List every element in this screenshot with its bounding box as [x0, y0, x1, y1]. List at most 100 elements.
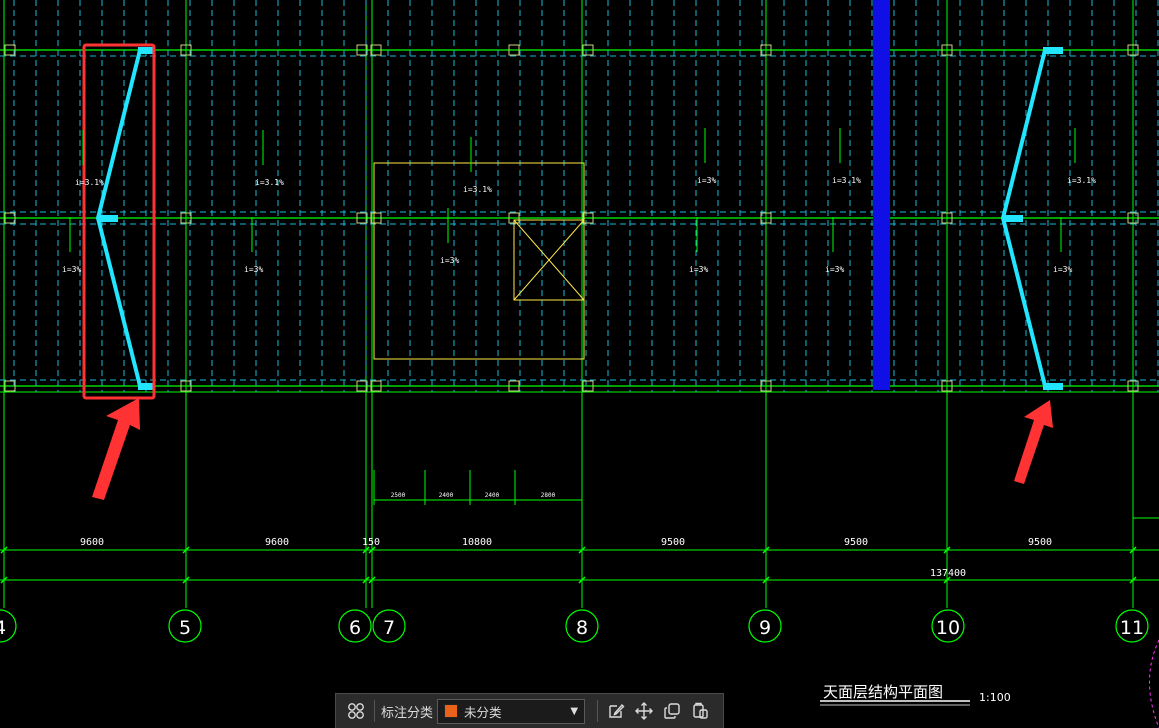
column-markers: [4, 44, 1139, 392]
dim-tick: [1129, 576, 1137, 584]
move-icon: [635, 702, 654, 720]
move-button[interactable]: [630, 697, 658, 725]
edit-button[interactable]: [602, 697, 630, 725]
column-marker: [1127, 44, 1139, 56]
sub-dimension: 2400: [439, 492, 454, 499]
dim-tick: [762, 576, 770, 584]
brace-node-left-top: [138, 47, 154, 54]
column-marker: [760, 44, 772, 56]
slope-label: i=3%: [1053, 265, 1072, 274]
svg-text:7: 7: [383, 617, 395, 639]
dim-tick: [362, 576, 370, 584]
column-marker: [760, 212, 772, 224]
blue-highlight-strip: [873, 0, 890, 390]
slope-label: i=3.1%: [463, 185, 492, 194]
axis-bubble-6: 6: [338, 609, 372, 643]
column-marker: [508, 44, 520, 56]
sub-dimension: 2500: [391, 492, 406, 499]
svg-text:11: 11: [1120, 617, 1144, 639]
span-dimension: 9600: [265, 537, 289, 548]
paste-button[interactable]: [686, 697, 714, 725]
column-marker: [356, 212, 368, 224]
brace-node-right-mid: [1003, 215, 1023, 222]
sub-dimension: 2800: [541, 492, 556, 499]
brace-node-right-bot: [1043, 383, 1063, 390]
category-value: 未分类: [464, 704, 502, 720]
svg-text:4: 4: [0, 617, 6, 639]
dim-tick: [943, 546, 951, 554]
paste-icon: [693, 702, 708, 719]
category-label: 标注分类: [381, 705, 434, 721]
arrow-right: [1014, 400, 1053, 484]
brace-node-left-bot: [138, 383, 154, 390]
span-dimension: 9500: [844, 537, 868, 548]
slope-label: i=3%: [440, 256, 459, 265]
grid-view-button[interactable]: [342, 697, 370, 725]
slope-label: i=3%: [62, 265, 81, 274]
copy-button[interactable]: [658, 697, 686, 725]
column-marker: [508, 380, 520, 392]
highlight-box: [82, 43, 156, 400]
dim-tick: [578, 576, 586, 584]
column-marker: [180, 212, 192, 224]
svg-text:10: 10: [936, 617, 960, 639]
column-marker: [4, 212, 16, 224]
brace-node-right-top: [1043, 47, 1063, 54]
column-marker: [582, 380, 594, 392]
dim-tick: [578, 546, 586, 554]
span-dimension: 9600: [80, 537, 104, 548]
axis-bubble-4: 4: [0, 609, 17, 643]
column-marker: [1127, 212, 1139, 224]
axis-bubble-9: 9: [748, 609, 782, 643]
column-marker: [370, 44, 382, 56]
axis-bubble-8: 8: [565, 609, 599, 643]
four-circles-icon: [348, 703, 364, 719]
column-marker: [180, 44, 192, 56]
dim-tick: [0, 576, 8, 584]
span-dimension: 150: [362, 537, 380, 548]
svg-text:9: 9: [759, 617, 771, 639]
column-marker: [4, 380, 16, 392]
column-marker: [941, 44, 953, 56]
brace-node-left-mid: [98, 215, 118, 222]
column-marker: [760, 380, 772, 392]
arrow-left: [92, 398, 140, 500]
slope-label: i=3.1%: [255, 178, 284, 187]
edit-icon: [609, 703, 625, 718]
dim-tick: [368, 576, 376, 584]
svg-text:5: 5: [179, 617, 191, 639]
column-marker: [4, 44, 16, 56]
slope-label: i=3%: [697, 176, 716, 185]
slope-label: i=3%: [244, 265, 263, 274]
span-dimension: 9500: [1028, 537, 1052, 548]
column-marker: [370, 380, 382, 392]
total-dimension: 137400: [930, 568, 966, 579]
dashed-beam-lines: [0, 0, 1159, 392]
category-select[interactable]: 未分类 ▼: [437, 698, 586, 724]
dim-tick: [762, 546, 770, 554]
slope-label: i=3%: [825, 265, 844, 274]
column-marker: [180, 380, 192, 392]
column-marker: [582, 44, 594, 56]
toolbar-separator: [374, 700, 375, 722]
column-marker: [941, 212, 953, 224]
span-dimension: 9500: [661, 537, 685, 548]
dim-tick: [368, 546, 376, 554]
span-dimension: 10800: [462, 537, 492, 548]
stair-core: [373, 162, 585, 360]
dim-tick: [1129, 546, 1137, 554]
dim-tick: [182, 576, 190, 584]
category-color-swatch: [444, 704, 459, 718]
slope-label: i=3.1%: [1067, 176, 1096, 185]
slope-label: i=3%: [689, 265, 708, 274]
column-marker: [370, 212, 382, 224]
dim-tick: [943, 576, 951, 584]
chevron-down-icon: ▼: [570, 705, 579, 717]
axis-bubble-5: 5: [168, 609, 202, 643]
drawing-scale: 1:100: [979, 691, 1011, 704]
toolbar-separator: [597, 700, 599, 722]
axis-bubble-11: 11: [1115, 609, 1149, 643]
column-marker: [582, 212, 594, 224]
slope-label: i=3.1%: [832, 176, 861, 185]
